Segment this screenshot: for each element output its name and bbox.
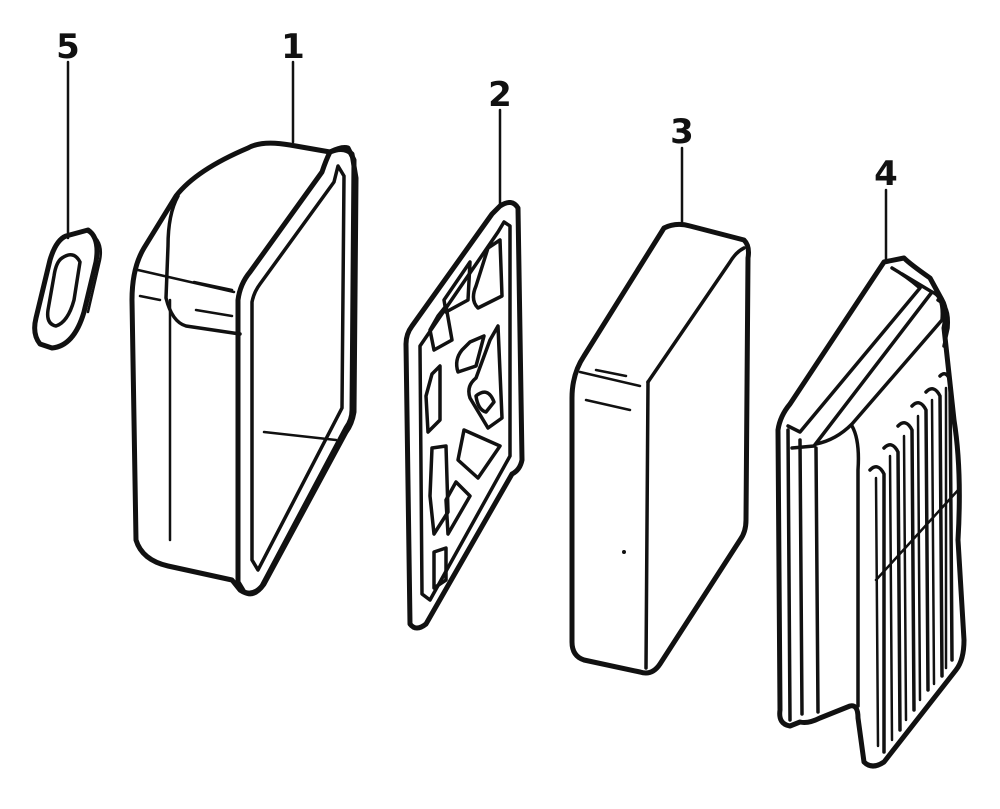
part-gasket: 5 [32, 27, 102, 351]
callout-label-4: 4 [874, 154, 898, 194]
callout-label-5: 5 [56, 27, 80, 67]
part-foam-element: 3 [569, 112, 751, 676]
part-housing: 1 [129, 27, 359, 597]
callout-label-1: 1 [281, 27, 305, 67]
part-paper-element: 4 [775, 154, 967, 769]
part-frame: 2 [403, 75, 525, 631]
callout-label-2: 2 [488, 75, 512, 115]
callout-label-3: 3 [670, 112, 694, 152]
